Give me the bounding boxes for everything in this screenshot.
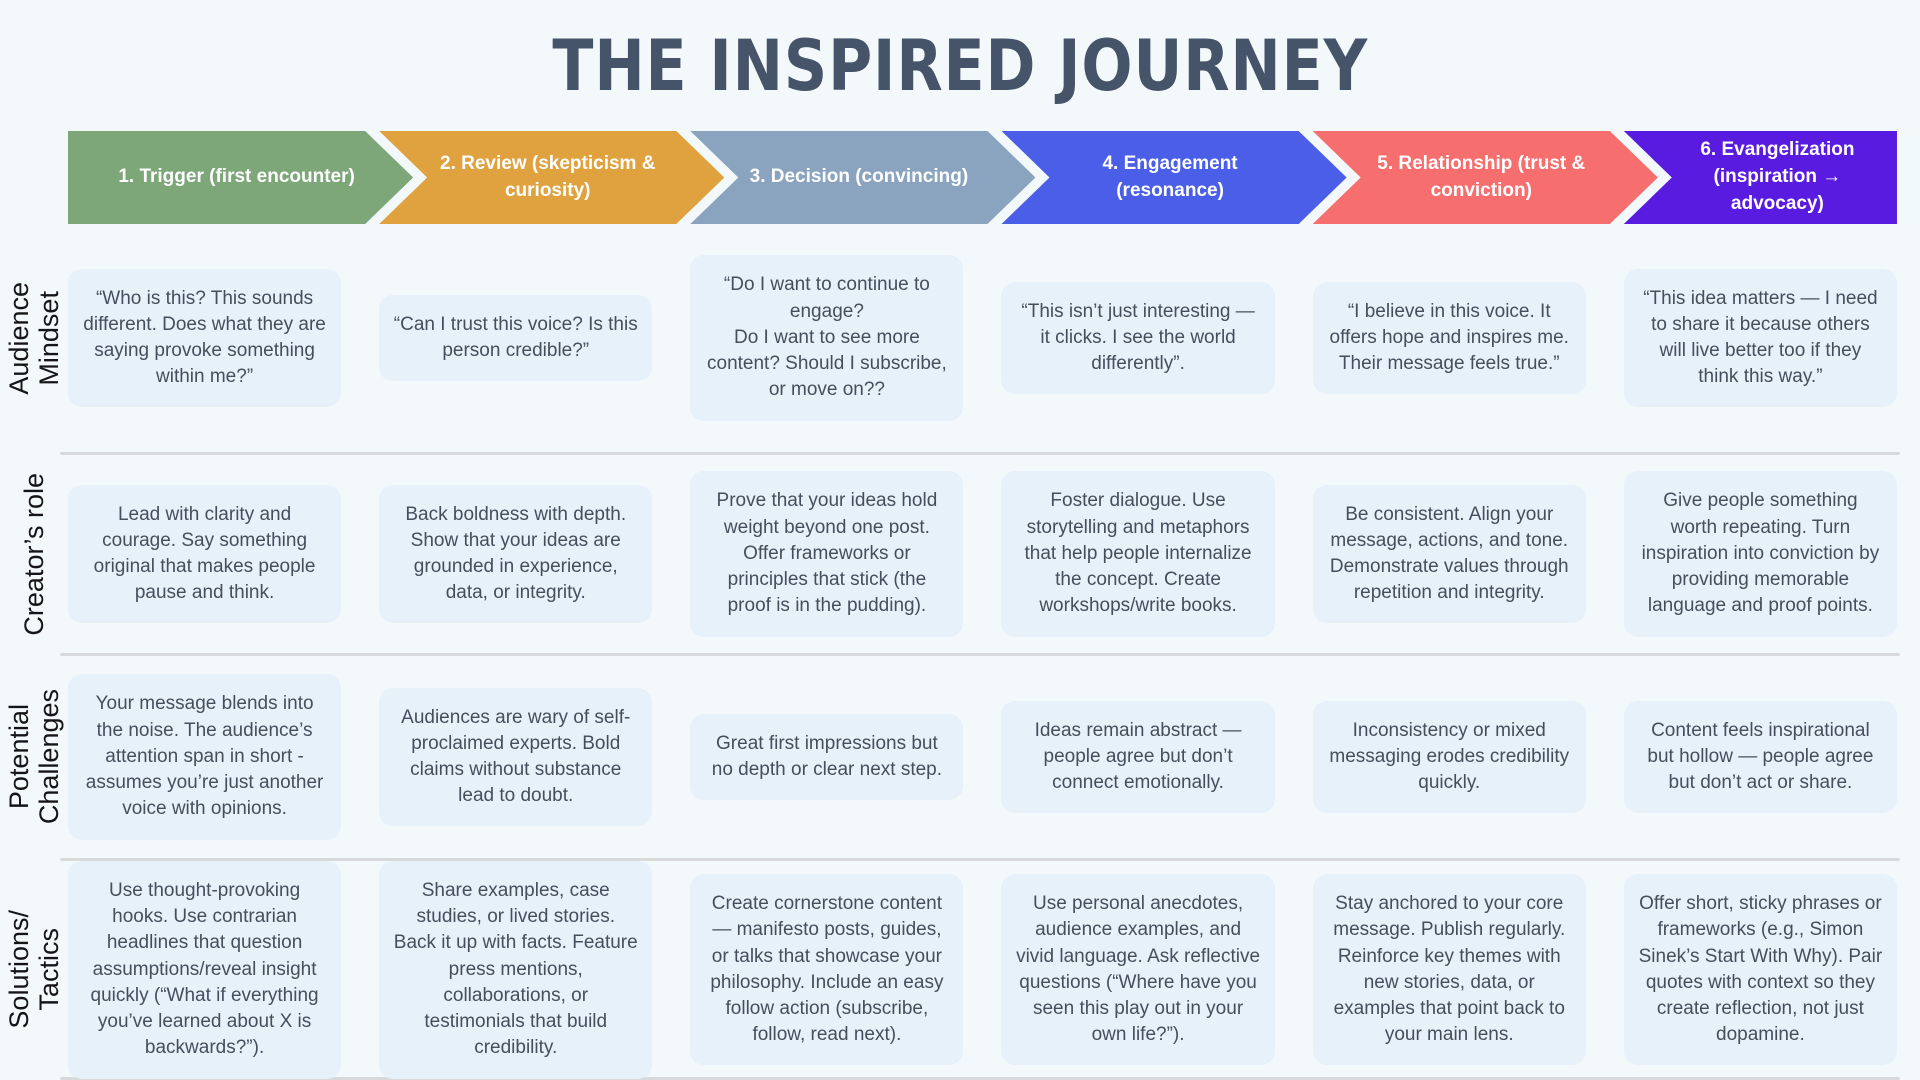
stage-arrow-relationship: 5. Relationship (trust & conviction) [1313, 131, 1658, 224]
cell-audience-mindset-review: “Can I trust this voice? Is this person … [379, 294, 653, 382]
row-cells: Use thought-provoking hooks. Use contrar… [68, 861, 1920, 1079]
cell-potential-challenges-evangelization: Content feels inspirational but hollow —… [1623, 700, 1897, 814]
row-label-column: Solutions/Tactics [0, 861, 68, 1077]
stage-arrow-engagement: 4. Engagement (resonance) [1001, 131, 1346, 224]
cell-audience-mindset-evangelization: “This idea matters — I need to share it … [1623, 268, 1897, 408]
cell-creators-role-review: Back boldness with depth. Show that your… [379, 484, 653, 624]
cell-audience-mindset-engagement: “This isn’t just interesting — it clicks… [1001, 281, 1275, 395]
row-divider [60, 653, 1900, 656]
stage-subtitle: (inspiration → advocacy) [1713, 166, 1842, 214]
row-label-column: Creator’s role [0, 455, 68, 653]
row-divider [60, 858, 1900, 861]
cell-potential-challenges-engagement: Ideas remain abstract — people agree but… [1001, 700, 1275, 814]
stage-label: 2. Review (skepticism & curiosity) [379, 151, 724, 205]
stage-label: 3. Decision (convincing) [704, 164, 1023, 191]
bottom-divider [60, 1077, 1900, 1080]
stage-subtitle: (skepticism & curiosity) [504, 152, 656, 201]
cell-creators-role-engagement: Foster dialogue. Use storytelling and me… [1001, 471, 1275, 637]
stage-name: 5. Relationship [1377, 152, 1513, 174]
cell-solutions-tactics-engagement: Use personal anecdotes, audience example… [1001, 874, 1275, 1066]
cell-audience-mindset-decision: “Do I want to continue to engage? Do I w… [690, 255, 964, 421]
stage-name: 4. Engagement [1102, 152, 1238, 174]
stage-subtitle: (trust & conviction) [1430, 152, 1586, 201]
stage-label: 6. Evangelization (inspiration → advocac… [1624, 137, 1897, 218]
row-creators-role: Creator’s role Lead with clarity and cou… [0, 455, 1920, 653]
cell-potential-challenges-trigger: Your message blends into the noise. The … [68, 674, 342, 840]
stage-label: 1. Trigger (first encounter) [72, 164, 409, 191]
row-label-creators-role: Creator’s role [18, 472, 49, 636]
journey-stage-arrows: 1. Trigger (first encounter) 2. Review (… [68, 131, 1897, 224]
stage-arrow-review: 2. Review (skepticism & curiosity) [379, 131, 724, 224]
cell-creators-role-trigger: Lead with clarity and courage. Say somet… [68, 484, 342, 624]
row-divider [60, 452, 1900, 455]
stage-name: 2. Review [440, 152, 527, 174]
cell-solutions-tactics-relationship: Stay anchored to your core message. Publ… [1312, 874, 1586, 1066]
row-cells: Lead with clarity and courage. Say somet… [68, 455, 1920, 653]
stage-subtitle: (first encounter) [209, 166, 355, 188]
stage-name: 1. Trigger [118, 166, 204, 188]
cell-potential-challenges-relationship: Inconsistency or mixed messaging erodes … [1312, 700, 1586, 814]
row-label-solutions-tactics: Solutions/Tactics [3, 909, 64, 1029]
cell-audience-mindset-trigger: “Who is this? This sounds different. Doe… [68, 268, 342, 408]
title-bar: THE INSPIRED JOURNEY [0, 0, 1920, 131]
cell-audience-mindset-relationship: “I believe in this voice. It offers hope… [1312, 281, 1586, 395]
row-cells: “Who is this? This sounds different. Doe… [68, 224, 1920, 452]
stage-label: 5. Relationship (trust & conviction) [1313, 151, 1658, 205]
row-cells: Your message blends into the noise. The … [68, 656, 1920, 858]
stage-name: 6. Evangelization [1700, 139, 1855, 161]
cell-solutions-tactics-evangelization: Offer short, sticky phrases or framework… [1623, 874, 1897, 1066]
cell-solutions-tactics-decision: Create cornerstone content — manifesto p… [690, 874, 964, 1066]
stage-subtitle: (resonance) [1116, 179, 1224, 201]
cell-solutions-tactics-review: Share examples, case studies, or lived s… [379, 861, 653, 1079]
cell-potential-challenges-review: Audiences are wary of self-proclaimed ex… [379, 687, 653, 827]
cell-potential-challenges-decision: Great first impressions but no depth or … [690, 713, 964, 801]
row-solutions-tactics: Solutions/Tactics Use thought-provoking … [0, 861, 1920, 1079]
stage-arrow-decision: 3. Decision (convincing) [690, 131, 1035, 224]
stage-name: 3. Decision [749, 166, 850, 188]
stage-label: 4. Engagement (resonance) [1001, 151, 1346, 205]
stage-arrow-evangelization: 6. Evangelization (inspiration → advocac… [1623, 131, 1897, 224]
cell-creators-role-decision: Prove that your ideas hold weight beyond… [690, 471, 964, 637]
stage-subtitle: (convincing) [855, 166, 969, 188]
page-title: THE INSPIRED JOURNEY [552, 24, 1368, 107]
stage-arrow-trigger: 1. Trigger (first encounter) [68, 131, 413, 224]
cell-creators-role-evangelization: Give people something worth repeating. T… [1623, 471, 1897, 637]
cell-solutions-tactics-trigger: Use thought-provoking hooks. Use contrar… [68, 861, 342, 1079]
cell-creators-role-relationship: Be consistent. Align your message, actio… [1312, 484, 1586, 624]
